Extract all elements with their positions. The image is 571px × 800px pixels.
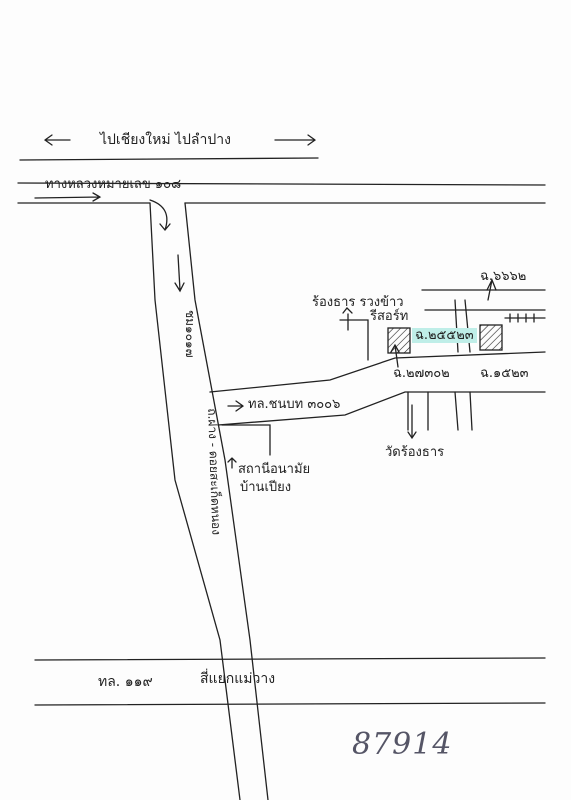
shop-outline (339, 319, 369, 361)
temple-arrow-icon (407, 404, 417, 440)
highway-label: ทางหลวงหมายเลข ๑๐๘ (45, 177, 182, 192)
left-arrow-icon (43, 134, 71, 146)
highway-arrow-icon (34, 192, 102, 202)
health-village-label: บ้านเปียง (240, 480, 292, 495)
turn-arrow-icon (149, 199, 171, 232)
bottom-road-bottom-edge (34, 702, 546, 706)
plot-right-label: ฉ.๑๕๒๓ (480, 366, 529, 381)
side-road-label: ทล.ชนบท ๓๐๐๖ (248, 397, 341, 412)
plot-top-right-label: ฉ.๖๖๖๒ (480, 269, 527, 284)
main-road-left-edge (149, 202, 241, 800)
main-road-code-label: ชม๑๐๑๗ (183, 310, 197, 358)
bottom-road-top-edge (34, 657, 546, 661)
document-number: 87914 (352, 727, 453, 762)
side-road-arrow-icon (227, 400, 245, 412)
highway-top-edge (17, 182, 546, 186)
temple-label: วัดร้องธาร (385, 445, 445, 460)
health-arrow-icon (227, 457, 237, 469)
intersection-label: สี่แยกแม่วาง (200, 671, 276, 687)
health-station-label: สถานีอนามัย (238, 462, 311, 477)
plot-main-label: ฉ.๒๕๕๒๓ (412, 328, 477, 343)
plot-hatched-block (479, 324, 503, 351)
down-arrow-icon (174, 254, 185, 293)
shop-label: ร้องธาร รวงข้าว (312, 295, 404, 310)
top-road-line (19, 157, 319, 161)
plot-center-label: ฉ.๒๗๓๐๒ (393, 366, 450, 381)
side-road-bottom-edge (217, 391, 546, 426)
bottom-road-label: ทล. ๑๑๙ (98, 674, 153, 690)
right-arrow-icon (274, 134, 317, 146)
resort-label: รีสอร์ท (370, 309, 409, 324)
top-direction-label: ไปเชียงใหม่ ไปลำปาง (100, 132, 231, 148)
health-station-outline (221, 424, 271, 456)
side-road-top-edge (209, 351, 546, 393)
main-road-right-edge (184, 202, 269, 800)
shop-hatched-block (387, 327, 411, 354)
